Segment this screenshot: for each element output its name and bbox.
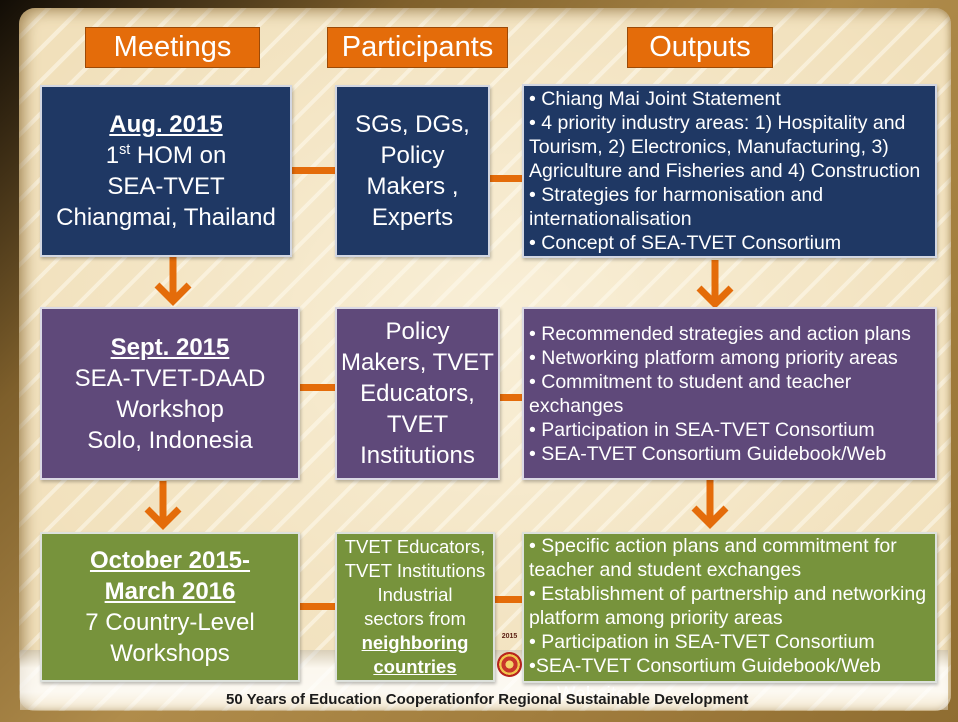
participant-line: Industrial — [377, 584, 453, 605]
meeting-line: Workshops — [110, 640, 230, 667]
outputs-box-row3: • Specific action plans and commitment f… — [522, 532, 937, 683]
meeting-line: 7 Country-Level — [85, 609, 255, 636]
connector-row2-participants-outputs — [499, 394, 523, 401]
participants-box-row3: TVET Educators, TVET Institutions Indust… — [335, 532, 495, 682]
participant-line-emphasized: countries — [373, 656, 457, 677]
outputs-box-row2: • Recommended strategies and action plan… — [522, 307, 937, 480]
meeting-box-row1: Aug. 2015 1st HOM on SEA-TVET Chiangmai,… — [40, 85, 292, 257]
output-bullet: • Strategies for harmonisation and inter… — [529, 184, 824, 230]
participant-line: Policy — [385, 318, 450, 345]
output-bullet: • 4 priority industry areas: 1) Hospital… — [529, 112, 921, 182]
meeting-date: Aug. 2015 — [109, 111, 223, 138]
meeting-line: Solo, Indonesia — [87, 426, 253, 454]
output-bullet: • Concept of SEA-TVET Consortium — [529, 232, 842, 254]
participant-line: TVET Institutions — [344, 560, 486, 581]
connector-row2-meeting-participants — [299, 384, 336, 391]
connector-row1-meeting-participants — [291, 167, 336, 174]
output-bullet: • Chiang Mai Joint Statement — [529, 88, 781, 110]
meeting-box-row3: October 2015- March 2016 7 Country-Level… — [40, 532, 300, 682]
output-bullet: • SEA-TVET Consortium Guidebook/Web — [529, 442, 887, 465]
output-bullet: • Recommended strategies and action plan… — [529, 322, 911, 345]
participant-line: Institutions — [360, 442, 475, 469]
meeting-date: October 2015- — [89, 547, 251, 574]
participant-line-emphasized: neighboring — [361, 632, 469, 653]
outputs-box-row1: • Chiang Mai Joint Statement • 4 priorit… — [522, 84, 937, 258]
meeting-date: March 2016 — [104, 578, 236, 605]
output-bullet: • Participation in SEA-TVET Consortium — [529, 418, 875, 441]
meeting-line: 1st HOM on — [42, 140, 290, 171]
meeting-line: SEA-TVET — [107, 173, 225, 200]
meeting-line: Workshop — [116, 395, 224, 423]
logo-year-text: 2015 — [501, 633, 518, 640]
ordinal-suffix: st — [119, 142, 131, 158]
footer-caption: 50 Years of Education Cooperationfor Reg… — [226, 691, 749, 708]
down-arrow-icon — [691, 480, 729, 529]
meeting-date: Sept. 2015 — [110, 333, 230, 361]
output-bullet: • Specific action plans and commitment f… — [529, 535, 897, 581]
anniversary-logo: 2015 — [496, 632, 523, 690]
participant-line: TVET Educators, — [344, 536, 486, 557]
participant-line: TVET — [386, 411, 449, 438]
ordinal-rest: HOM on — [130, 142, 227, 169]
down-arrow-icon — [144, 481, 182, 530]
output-bullet: • Establishment of partnership and netwo… — [529, 583, 927, 629]
participants-box-row2: Policy Makers, TVET Educators, TVET Inst… — [335, 307, 500, 480]
participant-line: SGs, DGs, — [355, 111, 470, 138]
connector-row3-meeting-participants — [299, 603, 336, 610]
meeting-line: Chiangmai, Thailand — [56, 204, 276, 231]
emblem-icon — [497, 652, 522, 677]
participant-line: Makers, TVET — [341, 349, 494, 376]
output-bullet: • Participation in SEA-TVET Consortium — [529, 631, 875, 653]
output-bullet: • Networking platform among priority are… — [529, 346, 898, 369]
output-bullet: •SEA-TVET Consortium Guidebook/Web — [529, 655, 881, 677]
header-participants: Participants — [327, 27, 508, 68]
down-arrow-icon — [154, 257, 192, 306]
connector-row3-participants-outputs — [494, 596, 523, 603]
down-arrow-icon — [696, 260, 734, 309]
participant-line: sectors from — [364, 608, 466, 629]
participant-line: Policy — [380, 142, 445, 169]
participant-line: Makers , — [366, 173, 459, 200]
connector-row1-participants-outputs — [489, 175, 523, 182]
participants-box-row1: SGs, DGs, Policy Makers , Experts — [335, 85, 490, 257]
ordinal-number: 1 — [105, 142, 120, 169]
participant-line: Experts — [371, 204, 454, 231]
participant-line: Educators, — [360, 380, 475, 407]
output-overflow-text: Website — [557, 683, 628, 705]
meeting-line: SEA-TVET-DAAD — [74, 364, 266, 392]
header-outputs: Outputs — [627, 27, 773, 68]
meeting-box-row2: Sept. 2015 SEA-TVET-DAAD Workshop Solo, … — [40, 307, 300, 480]
header-meetings: Meetings — [85, 27, 260, 68]
output-bullet: • Commitment to student and teacher exch… — [529, 370, 852, 417]
